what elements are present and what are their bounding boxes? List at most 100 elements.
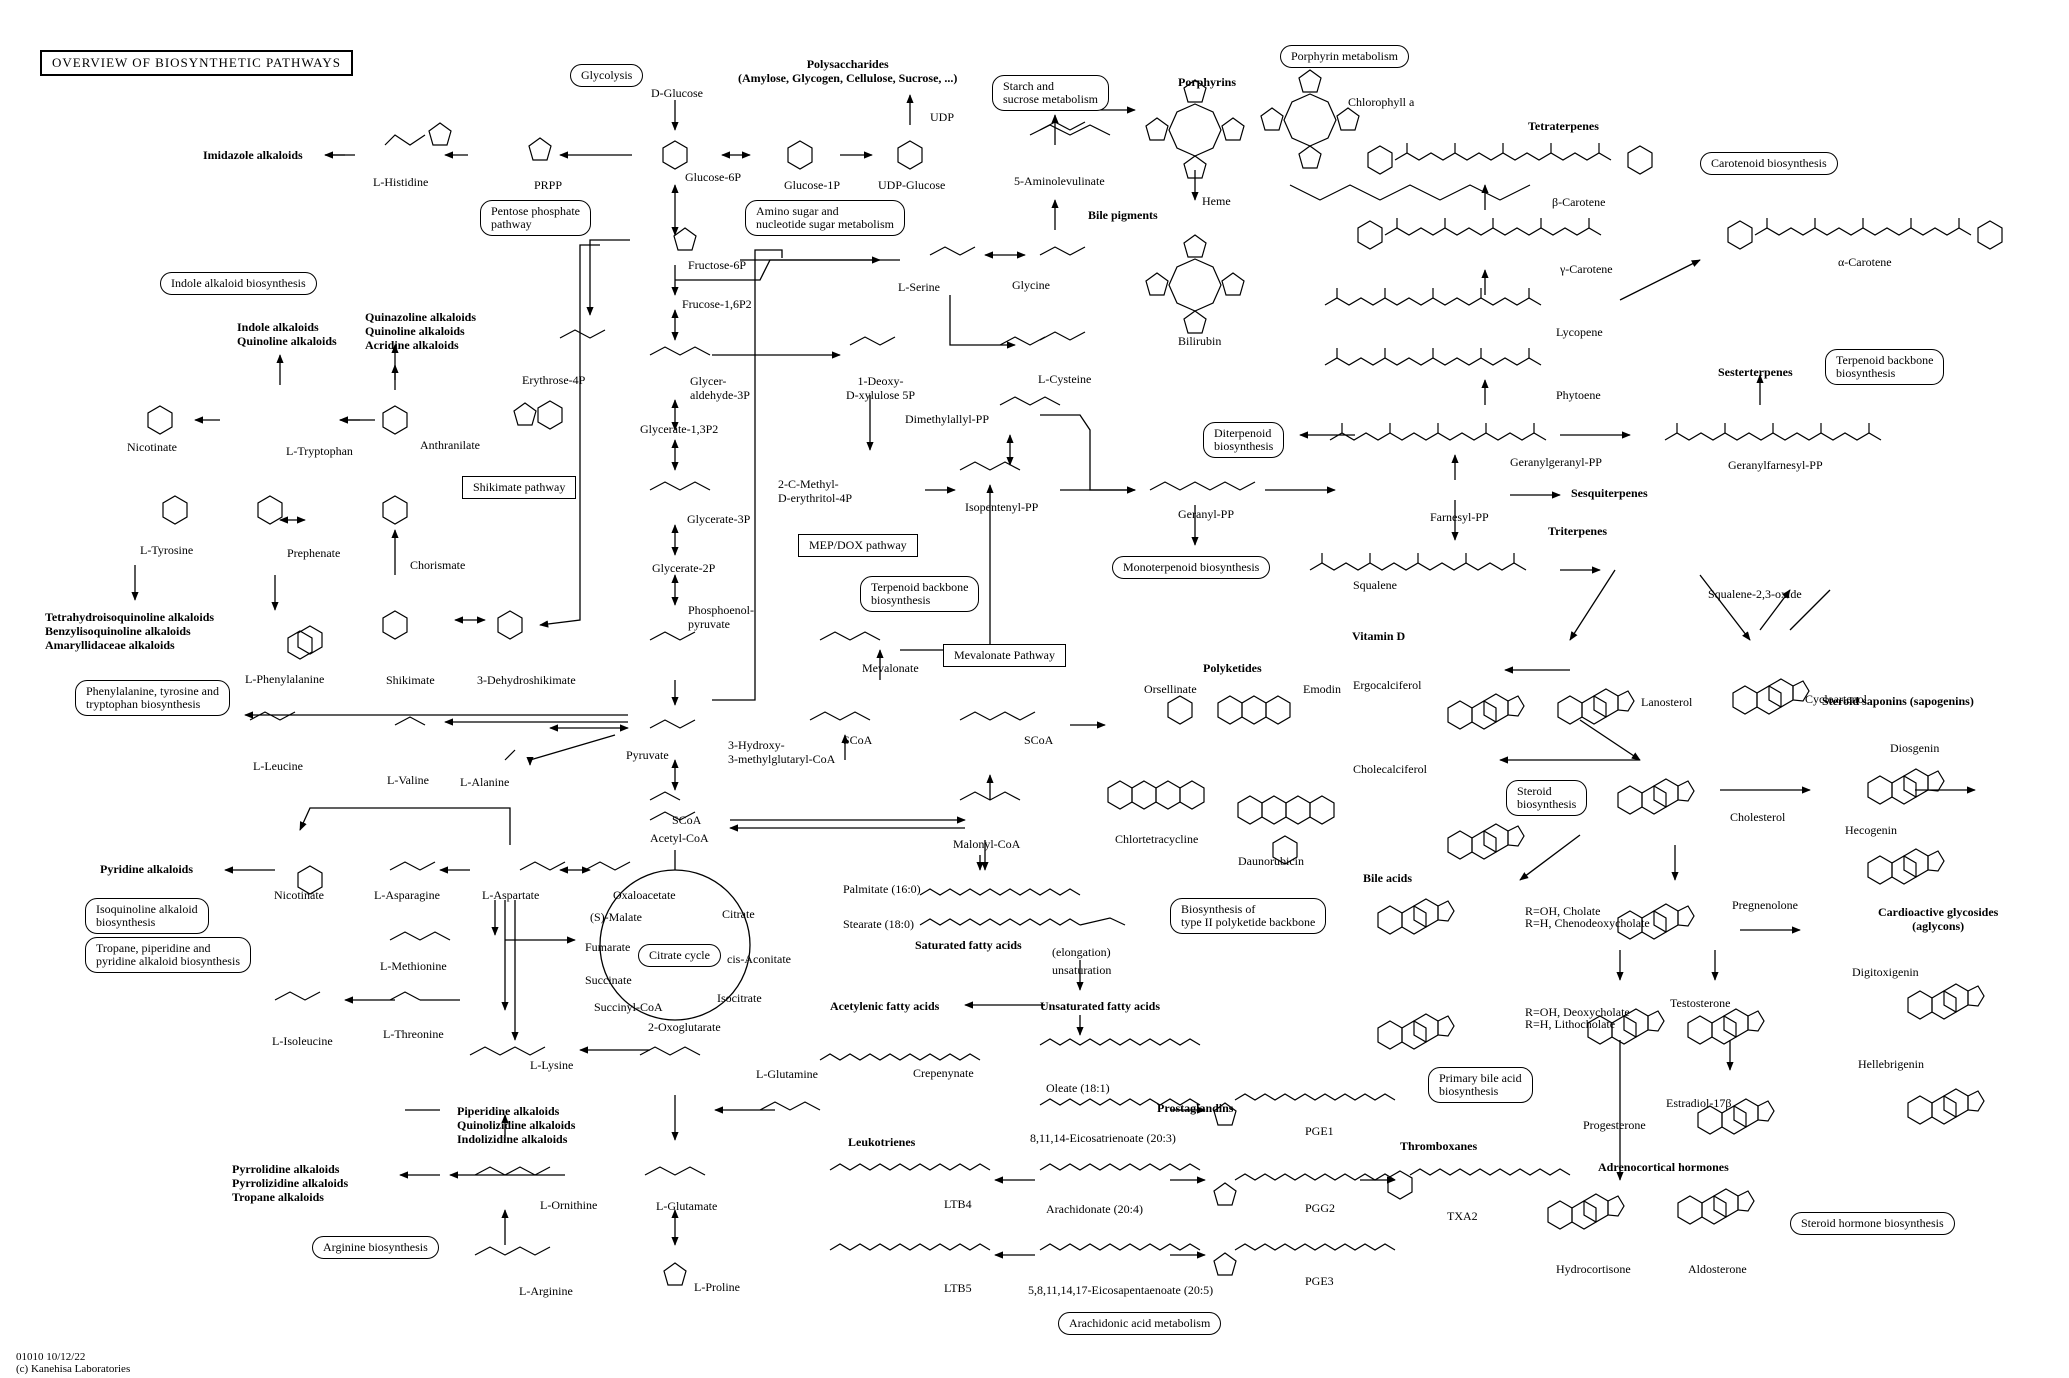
compound-crepenynate[interactable]: Crepenynate (913, 1066, 974, 1080)
compound-pge1[interactable]: PGE1 (1305, 1124, 1334, 1138)
compound-palmitate[interactable]: Palmitate (16:0) (843, 882, 921, 896)
compound-s-malate[interactable]: (S)-Malate (590, 910, 642, 924)
compound-l-aspartate[interactable]: L-Aspartate (482, 888, 540, 902)
compound-prpp[interactable]: PRPP (534, 178, 563, 192)
heading-pyridine-alkaloids[interactable]: Pyridine alkaloids (100, 862, 194, 876)
compound-ltb5[interactable]: LTB5 (944, 1281, 972, 1295)
compound-succinate[interactable]: Succinate (585, 973, 632, 987)
map-link-tropane[interactable]: Tropane, piperidine and pyridine alkaloi… (85, 937, 251, 973)
map-link-amino-sugar[interactable]: Amino sugar and nucleotide sugar metabol… (745, 200, 905, 236)
map-link-carotenoid[interactable]: Carotenoid biosynthesis (1700, 152, 1838, 175)
compound-phytoene[interactable]: Phytoene (1556, 388, 1601, 402)
compound-l-histidine[interactable]: L-Histidine (373, 175, 429, 189)
compound-nicotinate-top[interactable]: Nicotinate (127, 440, 177, 454)
map-link-steroid[interactable]: Steroid biosynthesis (1506, 780, 1588, 816)
compound-l-leucine[interactable]: L-Leucine (253, 759, 303, 773)
compound-glycerate-13p2[interactable]: Glycerate-1,3P2 (640, 422, 719, 436)
compound-cis-aconitate[interactable]: cis-Aconitate (727, 952, 791, 966)
compound-eicosatrienoate[interactable]: 8,11,14-Eicosatrienoate (20:3) (1030, 1131, 1176, 1145)
compound-ltb4[interactable]: LTB4 (944, 1197, 972, 1211)
compound-hmg-coa[interactable]: 3-Hydroxy- 3-methylglutaryl-CoA (728, 738, 835, 766)
compound-glyceraldehyde-3p[interactable]: Glycer- aldehyde-3P (690, 374, 750, 402)
compound-2c-methyl-erythritol[interactable]: 2-C-Methyl- D-erythritol-4P (778, 477, 852, 505)
compound-aldosterone[interactable]: Aldosterone (1688, 1262, 1747, 1276)
compound-hecogenin[interactable]: Hecogenin (1845, 823, 1897, 837)
compound-beta-carotene[interactable]: β-Carotene (1552, 195, 1606, 209)
compound-lithocholate[interactable]: R=H, Lithocholate (1525, 1017, 1616, 1031)
compound-l-tryptophan[interactable]: L-Tryptophan (286, 444, 353, 458)
compound-daunorubicin[interactable]: Daunorubicin (1238, 854, 1304, 868)
compound-malonyl-coa[interactable]: Malonyl-CoA (953, 837, 1021, 851)
compound-stearate[interactable]: Stearate (18:0) (843, 917, 914, 931)
compound-l-asparagine[interactable]: L-Asparagine (374, 888, 440, 902)
compound-bilirubin[interactable]: Bilirubin (1178, 334, 1222, 348)
compound-d-glucose[interactable]: D-Glucose (651, 86, 703, 100)
compound-l-cysteine[interactable]: L-Cysteine (1038, 372, 1092, 386)
compound-heme[interactable]: Heme (1202, 194, 1231, 208)
compound-geranylfarnesyl-pp[interactable]: Geranylfarnesyl-PP (1728, 458, 1823, 472)
compound-3-dehydroshikimate[interactable]: 3-Dehydroshikimate (477, 673, 576, 687)
heading-pyrrolidine-alkaloids[interactable]: Pyrrolidine alkaloids Pyrrolizidine alka… (232, 1162, 348, 1204)
compound-fructose-16p2[interactable]: Frucose-1,6P2 (682, 297, 752, 311)
compound-cycloartenol[interactable]: Cycloartenol (1805, 692, 1867, 706)
compound-l-arginine[interactable]: L-Arginine (519, 1284, 573, 1298)
compound-shikimate[interactable]: Shikimate (386, 673, 435, 687)
compound-eicosapentaenoate[interactable]: 5,8,11,14,17-Eicosapentaenoate (20:5) (1028, 1283, 1214, 1297)
compound-l-lysine[interactable]: L-Lysine (530, 1058, 574, 1072)
compound-lycopene[interactable]: Lycopene (1556, 325, 1603, 339)
compound-l-threonine[interactable]: L-Threonine (383, 1027, 444, 1041)
map-link-shikimate[interactable]: Shikimate pathway (462, 476, 577, 499)
map-link-starch-sucrose[interactable]: Starch and sucrose metabolism (992, 75, 1109, 111)
compound-testosterone[interactable]: Testosterone (1670, 996, 1731, 1010)
map-link-terpenoid-backbone-right[interactable]: Terpenoid backbone biosynthesis (1825, 349, 1945, 385)
compound-nicotinate-bottom[interactable]: Nicotinate (274, 888, 324, 902)
compound-emodin[interactable]: Emodin (1303, 682, 1341, 696)
compound-arachidonate[interactable]: Arachidonate (20:4) (1046, 1202, 1143, 1216)
compound-ergocalciferol[interactable]: Ergocalciferol (1353, 678, 1422, 692)
map-link-arginine[interactable]: Arginine biosynthesis (312, 1236, 439, 1259)
compound-orsellinate[interactable]: Orsellinate (1144, 682, 1197, 696)
compound-oleate[interactable]: Oleate (18:1) (1046, 1081, 1110, 1095)
map-link-primary-bile[interactable]: Primary bile acid biosynthesis (1428, 1067, 1533, 1103)
map-link-monoterpenoid[interactable]: Monoterpenoid biosynthesis (1112, 556, 1271, 579)
map-link-glycolysis[interactable]: Glycolysis (570, 64, 644, 87)
compound-progesterone[interactable]: Progesterone (1583, 1118, 1646, 1132)
map-link-citrate-cycle[interactable]: Citrate cycle (638, 944, 721, 967)
compound-phosphoenolpyruvate[interactable]: Phosphoenol- pyruvate (688, 603, 754, 631)
compound-estradiol-17b[interactable]: Estradiol-17β (1666, 1096, 1732, 1110)
compound-alpha-carotene[interactable]: α-Carotene (1838, 255, 1892, 269)
compound-fumarate[interactable]: Fumarate (585, 940, 631, 954)
compound-cholesterol[interactable]: Cholesterol (1730, 810, 1786, 824)
heading-indole-alkaloids[interactable]: Indole alkaloids Quinoline alkaloids (237, 320, 337, 348)
compound-cholate[interactable]: R=OH, Cholate (1525, 904, 1601, 918)
map-link-isoquinoline[interactable]: Isoquinoline alkaloid biosynthesis (85, 898, 209, 934)
heading-polysaccharides[interactable]: Polysaccharides (Amylose, Glycogen, Cell… (738, 57, 957, 85)
compound-geranyl-pp[interactable]: Geranyl-PP (1178, 507, 1234, 521)
heading-sesquiterpenes[interactable]: Sesquiterpenes (1571, 486, 1648, 500)
compound-deoxy-xylulose-5p[interactable]: 1-Deoxy- D-xylulose 5P (846, 374, 915, 402)
compound-farnesyl-pp[interactable]: Farnesyl-PP (1430, 510, 1489, 524)
compound-pge3[interactable]: PGE3 (1305, 1274, 1334, 1288)
compound-mevalonate[interactable]: Mevalonate (862, 661, 919, 675)
map-link-steroid-hormone[interactable]: Steroid hormone biosynthesis (1790, 1212, 1955, 1235)
compound-oxaloacetate[interactable]: Oxaloacetate (613, 888, 676, 902)
compound-l-isoleucine[interactable]: L-Isoleucine (272, 1034, 333, 1048)
compound-cholecalciferol[interactable]: Cholecalciferol (1353, 762, 1427, 776)
compound-glycerate-3p[interactable]: Glycerate-3P (687, 512, 751, 526)
compound-hydrocortisone[interactable]: Hydrocortisone (1556, 1262, 1631, 1276)
compound-chlorophyll-a[interactable]: Chlorophyll a (1348, 95, 1415, 109)
compound-succinyl-coa[interactable]: Succinyl-CoA (594, 1000, 663, 1014)
compound-glycerate-2p[interactable]: Glycerate-2P (652, 561, 716, 575)
compound-fructose-6p[interactable]: Fructose-6P (688, 258, 746, 272)
compound-l-valine[interactable]: L-Valine (387, 773, 429, 787)
compound-l-glutamine[interactable]: L-Glutamine (756, 1067, 818, 1081)
compound-glycine[interactable]: Glycine (1012, 278, 1050, 292)
map-link-indole-alkaloid[interactable]: Indole alkaloid biosynthesis (160, 272, 317, 295)
compound-isopentenyl-pp[interactable]: Isopentenyl-PP (965, 500, 1039, 514)
compound-digitoxigenin[interactable]: Digitoxigenin (1852, 965, 1919, 979)
compound-l-proline[interactable]: L-Proline (694, 1280, 740, 1294)
compound-pregnenolone[interactable]: Pregnenolone (1732, 898, 1798, 912)
map-link-diterpenoid[interactable]: Diterpenoid biosynthesis (1203, 422, 1285, 458)
compound-diosgenin[interactable]: Diosgenin (1890, 741, 1940, 755)
compound-deoxycholate[interactable]: R=OH, Deoxycholate (1525, 1005, 1630, 1019)
